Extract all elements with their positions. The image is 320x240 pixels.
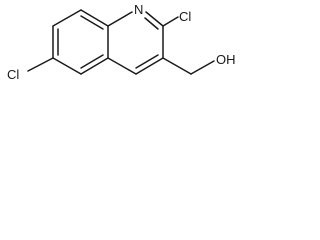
nitrogen-label: N [134,2,143,17]
bond-c5-c4a [52,9,82,27]
chemical-structure: N Cl Cl OH [7,2,236,82]
bond-c3-c4-inner [135,54,159,69]
bond-n1-c2 [145,11,164,27]
bond-c4a-c4-inner [80,54,104,69]
bond-ch2-o [190,60,215,75]
chlorine-label-benzene: Cl [7,67,19,82]
bond-c6-c7 [52,57,82,75]
bond-c4-c4a [107,57,137,75]
hydroxyl-label: OH [216,52,236,67]
atom-labels: N Cl Cl OH [7,2,236,82]
bond-c2-cl [162,16,179,27]
bond-c4a-c8a [80,9,109,27]
benzene-ring-bonds [52,9,109,75]
bond-c4a-c8a-inner [80,15,104,30]
bond-n1-c2-inner [144,17,159,30]
pyridine-ring-bonds [107,11,164,75]
bond-c3-ch2 [162,57,192,75]
substituent-bonds [27,16,215,75]
chlorine-label-pyridine: Cl [179,9,191,24]
bond-c3-c4 [135,57,164,75]
bond-c6-cl [27,57,54,72]
bond-c4a-c4 [80,57,109,75]
bond-c8a-n1 [107,11,133,27]
